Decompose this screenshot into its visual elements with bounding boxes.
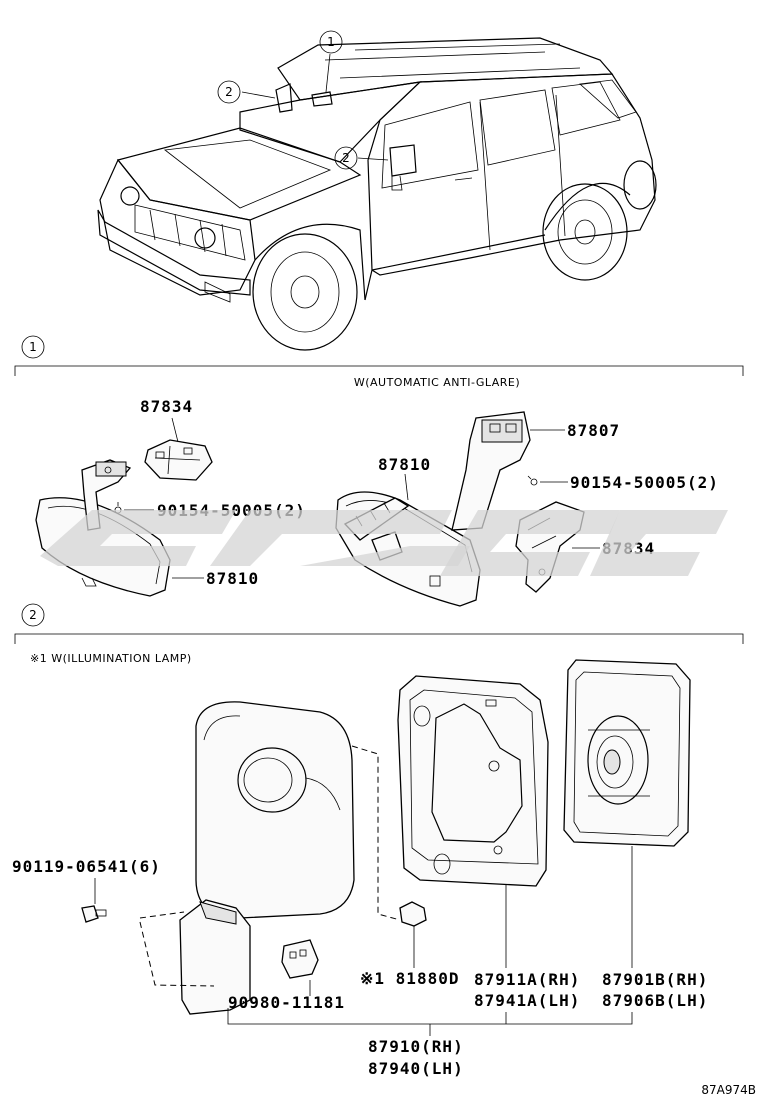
- section-2-header: 2: [14, 603, 744, 644]
- part-number-mirror-left: 87810: [206, 569, 259, 588]
- part-number-glass-lh: 87906B(LH): [602, 991, 708, 1010]
- part-number-housing-lh: 87941A(LH): [474, 991, 580, 1010]
- part-number-bulb: ※1 81880D: [360, 969, 459, 988]
- screw-right-icon: [527, 475, 538, 486]
- mirror-glass: [563, 659, 691, 847]
- svg-text:2: 2: [225, 85, 233, 99]
- watermark-logo: [40, 510, 728, 576]
- vehicle-mirror-right-icon: [389, 144, 417, 177]
- part-number-cover-left: 87834: [140, 397, 193, 416]
- vehicle-mirror-left-icon: [275, 83, 293, 113]
- part-number-glass-rh: 87901B(RH): [602, 970, 708, 989]
- callout-1-top: 1: [319, 30, 343, 54]
- part-number-cover-right: 87807: [567, 421, 620, 440]
- section-1-header: 1: [14, 335, 744, 376]
- bulb-part: [399, 901, 427, 927]
- cover-part: [144, 439, 213, 481]
- cover-upper-right: [451, 411, 531, 531]
- vehicle-inner-mirror-icon: [311, 91, 333, 107]
- connector-part: [281, 939, 319, 979]
- svg-text:1: 1: [29, 340, 37, 354]
- part-number-screw-right: 90154-50005(2): [570, 473, 719, 492]
- part-number-screw-mirror: 90119-06541(6): [12, 857, 161, 876]
- screw-mirror-icon: [81, 905, 107, 923]
- illumination-note: ※1 W(ILLUMINATION LAMP): [30, 652, 192, 665]
- mirror-base: [179, 899, 251, 1015]
- part-number-connector: 90980-11181: [228, 993, 345, 1012]
- svg-text:2: 2: [29, 608, 37, 622]
- vehicle-illustration: [97, 37, 657, 351]
- callout-2-left: 2: [217, 80, 241, 104]
- part-number-assembly-rh: 87910(RH): [368, 1037, 464, 1056]
- svg-text:1: 1: [327, 35, 335, 49]
- outer-mirror-shell: [195, 701, 355, 919]
- variant-label: W(AUTOMATIC ANTI-GLARE): [354, 376, 520, 389]
- callout-2-right: 2: [334, 146, 358, 170]
- part-number-mirror-right: 87810: [378, 455, 431, 474]
- mirror-housing: [397, 675, 549, 887]
- svg-text:2: 2: [342, 151, 350, 165]
- part-number-assembly-lh: 87940(LH): [368, 1059, 464, 1078]
- part-number-housing-rh: 87911A(RH): [474, 970, 580, 989]
- figure-reference: 87A974B: [701, 1083, 756, 1097]
